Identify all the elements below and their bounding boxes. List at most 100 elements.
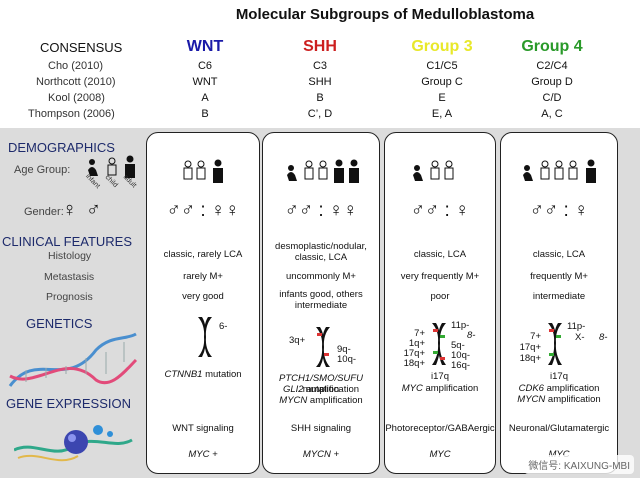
chr-gain-17q: 17q+ <box>519 342 541 353</box>
study-value: C2/C4 <box>536 60 568 72</box>
chr-loss-11p: 11p- <box>567 321 586 332</box>
metastasis-shh: uncommonly M+ <box>286 271 356 282</box>
study-value: B <box>316 92 324 104</box>
gene-expression-illustration <box>14 425 133 462</box>
adult-icon <box>125 155 135 178</box>
study-value: A, C <box>541 108 563 120</box>
metastasis-group3: very frequently M+ <box>400 271 480 282</box>
card-group4: ♂♂ : ♀ classic, LCA frequently M+ interm… <box>500 132 618 474</box>
child-icon <box>107 157 117 176</box>
dna-illustration <box>8 332 138 387</box>
study-label: Thompson (2006) <box>28 108 115 120</box>
prognosis-group4: intermediate <box>532 291 586 302</box>
histology-wnt: classic, rarely LCA <box>163 249 243 260</box>
study-value: A <box>201 92 209 104</box>
age-icons-group4 <box>523 159 596 183</box>
chr-loss-10q: 10q- <box>451 350 471 361</box>
gender-ratio-shh: ♂♂ : ♀♀ <box>284 200 358 221</box>
chr-gain-1q: 1q+ <box>408 338 425 349</box>
age-icons-legend <box>88 155 135 178</box>
female-icon: ♀ <box>62 199 77 221</box>
chr-loss-8: 8- <box>467 330 476 341</box>
card-shh: ♂♂ : ♀♀ desmoplastic/nodular, classic, L… <box>262 132 380 474</box>
card-group3: ♂♂ : ♀ classic, LCA very frequently M+ p… <box>384 132 496 474</box>
bottom-group3: MYC <box>429 449 451 460</box>
gene-gli2: GLI2 <box>282 384 304 395</box>
prognosis-group3: poor <box>430 291 450 302</box>
study-value: SHH <box>308 76 332 88</box>
study-value: Group C <box>421 76 463 88</box>
gender-ratio-wnt: ♂♂ : ♀♀ <box>166 200 240 221</box>
chr-loss-11p: 11p- <box>451 320 470 331</box>
gene-ptch1: PTCH1/SMO/SUFU <box>279 373 363 384</box>
chromosome-icon <box>316 327 330 367</box>
group-name-group3: Group 3 <box>411 38 473 55</box>
gene-ctnnb1: CTNNB1 <box>164 369 203 380</box>
study-value: WNT <box>192 76 218 88</box>
histology-group4: classic, LCA <box>532 249 586 260</box>
amplification-text: amplification <box>309 395 363 406</box>
bottom-shh: MYCN + <box>302 449 340 460</box>
study-value: C1/C5 <box>426 60 458 72</box>
study-value: C3 <box>312 60 328 72</box>
consensus-label: CONSENSUS <box>40 40 123 55</box>
chr-gain-18q: 18q+ <box>403 358 425 369</box>
expression-group3: Photoreceptor/GABAergic <box>385 423 495 434</box>
mutation-text: mutation <box>205 369 242 380</box>
study-value: B <box>201 108 209 120</box>
chromosome-icon <box>432 323 446 365</box>
section-clinical: CLINICAL FEATURES <box>2 234 133 249</box>
label-prognosis: Prognosis <box>46 291 93 303</box>
expression-shh: SHH signaling <box>290 423 352 434</box>
chr-loss-5q: 5q- <box>451 340 465 351</box>
study-value: Group D <box>531 76 573 88</box>
age-icons-wnt <box>183 159 223 183</box>
watermark: 微信号: KAIXUNG-MBI <box>524 455 634 474</box>
chromosome-icon <box>198 317 212 357</box>
group-name-group4: Group 4 <box>521 38 583 55</box>
chr-loss-10q: 10q- <box>337 354 357 365</box>
amplification-text: amplification <box>546 383 600 394</box>
chr-gain-shh: 3q+ <box>289 335 306 346</box>
prognosis-wnt: very good <box>182 291 224 302</box>
chr-i17q-group4: i17q <box>550 371 568 382</box>
metastasis-group4: frequently M+ <box>530 271 588 282</box>
group-name-wnt: WNT <box>186 38 224 55</box>
prognosis-shh: infants good, others intermediate <box>279 289 363 311</box>
page-title: Molecular Subgroups of Medulloblastoma <box>235 6 535 23</box>
male-icon: ♂ <box>86 199 101 221</box>
study-value: E, A <box>431 108 453 120</box>
chr-loss-x: X- <box>575 332 585 343</box>
expression-wnt: WNT signaling <box>172 423 234 434</box>
chr-gain-7: 7+ <box>530 331 541 342</box>
label-histology: Histology <box>48 250 92 262</box>
label-metastasis: Metastasis <box>44 271 95 283</box>
card-wnt: ♂♂ : ♀♀ classic, rarely LCA rarely M+ ve… <box>146 132 260 474</box>
gender-ratio-group3: ♂♂ : ♀ <box>410 200 470 221</box>
gene-mycn: MYCN <box>517 394 546 405</box>
study-value: C/D <box>542 92 562 104</box>
study-value: E <box>438 92 446 104</box>
gene-mycn: MYCN <box>279 395 308 406</box>
chr-label-wnt: 6- <box>219 321 228 332</box>
gene-cdk6: CDK6 <box>518 383 544 394</box>
age-icons-group3 <box>413 160 454 181</box>
bottom-wnt: MYC + <box>188 449 218 460</box>
chr-gain-18q: 18q+ <box>519 353 541 364</box>
label-gender: Gender: <box>24 206 64 218</box>
infant-icon <box>88 159 98 176</box>
chromosome-icon <box>548 323 562 365</box>
amplification-text: amplification <box>306 384 360 395</box>
chr-gain-7: 7+ <box>414 328 425 339</box>
group-name-shh: SHH <box>303 38 337 55</box>
study-label: Cho (2010) <box>48 60 104 72</box>
bottom-group4: MYC <box>501 449 617 460</box>
study-value: C6 <box>197 60 213 72</box>
study-label: Northcott (2010) <box>36 76 116 88</box>
amplification-text: amplification <box>547 394 601 405</box>
metastasis-wnt: rarely M+ <box>183 271 223 282</box>
chr-i17q-group3: i17q <box>431 371 449 382</box>
gender-ratio-group4: ♂♂ : ♀ <box>529 200 589 221</box>
mutation-text: mutation <box>302 384 340 395</box>
amplification-text: amplification <box>425 383 479 394</box>
